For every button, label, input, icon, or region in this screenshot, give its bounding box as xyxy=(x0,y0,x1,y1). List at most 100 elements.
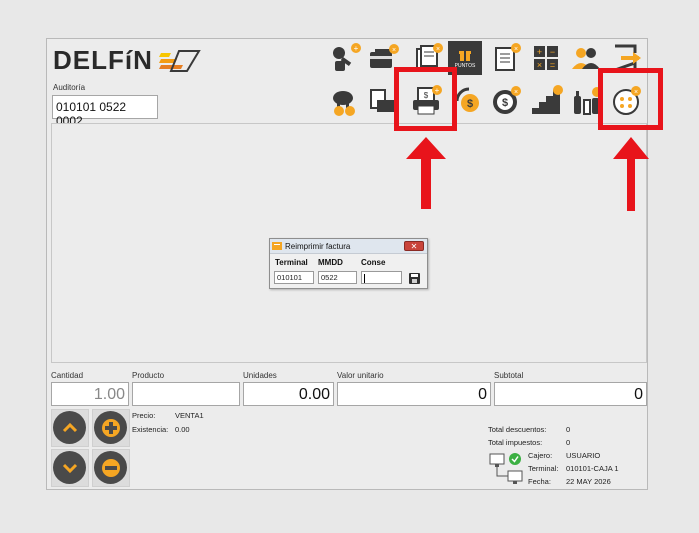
button-options-icon: × xyxy=(613,86,641,115)
valor-unitario-label: Valor unitario xyxy=(337,371,384,380)
exit-icon xyxy=(614,44,641,72)
users-icon xyxy=(572,48,600,69)
total-impuestos-label: Total impuestos: xyxy=(488,438,543,447)
documents-icon: × xyxy=(416,43,443,70)
toolbar-puntos-button[interactable]: PUNTOS xyxy=(448,41,482,75)
session-terminal-label: Terminal: xyxy=(528,464,559,473)
toolbar-receipt-button[interactable]: × xyxy=(487,39,525,77)
app-window: DELFíN Auditoría 010101 0522 0002 + × × xyxy=(46,38,663,490)
svg-text:$: $ xyxy=(467,98,473,110)
arrow-up-icon xyxy=(406,137,446,209)
svg-text:+: + xyxy=(354,44,359,53)
dialog-conse-input[interactable] xyxy=(361,271,402,284)
printer-docs-icon xyxy=(370,89,397,112)
valor-unitario-input[interactable]: 0 xyxy=(337,382,491,406)
toolbar-keys-button[interactable]: + xyxy=(327,39,365,77)
svg-text:×: × xyxy=(634,89,638,96)
subtotal-label: Subtotal xyxy=(494,371,524,380)
remove-item-button[interactable] xyxy=(94,451,127,484)
calculator-icon: +− ×= xyxy=(534,46,558,70)
fecha-value: 22 MAY 2026 xyxy=(566,477,611,486)
text-cursor xyxy=(364,273,365,283)
dialog-terminal-label: Terminal xyxy=(275,258,308,267)
svg-text:=: = xyxy=(550,60,555,70)
unidades-label: Unidades xyxy=(243,371,277,380)
refund-coin-icon: $ xyxy=(455,87,479,112)
app-small-icon xyxy=(272,242,282,250)
toolbar-calculator-button[interactable]: +− ×= xyxy=(527,39,565,77)
existencia-label: Existencia: xyxy=(132,425,169,434)
reprint-invoice-dialog: Reimprimir factura ✕ Terminal MMDD Conse… xyxy=(269,238,428,289)
total-descuentos-value: 0 xyxy=(566,425,571,434)
gift-icon xyxy=(459,51,471,61)
minus-icon xyxy=(101,458,120,477)
toolbar-stock-button[interactable] xyxy=(527,82,565,120)
receipt-icon: × xyxy=(495,43,521,71)
existencia-value: 0.00 xyxy=(175,425,190,434)
svg-text:×: × xyxy=(514,89,518,96)
svg-text:×: × xyxy=(537,60,542,70)
toolbar-refund-button[interactable]: $ xyxy=(450,82,488,120)
dialog-mmdd-label: MMDD xyxy=(318,258,343,267)
toolbar-options-button[interactable]: × xyxy=(607,82,645,120)
dialog-titlebar[interactable]: Reimprimir factura xyxy=(270,239,427,254)
arrow-up-icon xyxy=(613,137,649,211)
brand-logo: DELFíN xyxy=(53,45,203,75)
brand-mark-icon xyxy=(158,50,201,72)
producto-input[interactable] xyxy=(132,382,240,406)
plus-icon xyxy=(101,418,120,437)
audit-field[interactable]: 010101 0522 0002 xyxy=(52,95,158,128)
svg-text:$: $ xyxy=(502,97,508,109)
toolbar-exit-button[interactable] xyxy=(607,39,645,77)
unidades-input[interactable]: 0.00 xyxy=(243,382,334,406)
cantidad-label: Cantidad xyxy=(51,371,84,380)
dialog-mmdd-input[interactable]: 0522 xyxy=(318,271,357,284)
precio-label: Precio: xyxy=(132,411,156,420)
move-up-button[interactable] xyxy=(53,411,86,444)
dialog-close-button[interactable]: ✕ xyxy=(404,241,424,251)
chevron-down-icon xyxy=(62,463,77,473)
add-item-button[interactable] xyxy=(94,411,127,444)
precio-value: VENTA1 xyxy=(175,411,204,420)
total-descuentos-label: Total descuentos: xyxy=(488,425,547,434)
svg-text:×: × xyxy=(514,46,518,53)
toolbar-card-button[interactable]: × xyxy=(365,39,403,77)
network-computers-icon xyxy=(489,453,523,484)
svg-text:+: + xyxy=(435,86,440,95)
credit-card-icon: × xyxy=(370,44,399,68)
dialog-save-button[interactable] xyxy=(409,271,420,289)
save-disk-icon xyxy=(409,273,420,284)
toolbar-documents-button[interactable]: × xyxy=(409,39,447,77)
stairs-chart-icon xyxy=(532,85,563,114)
bottles-icon xyxy=(574,87,602,115)
cantidad-input[interactable]: 1.00 xyxy=(51,382,129,406)
svg-text:$: $ xyxy=(424,91,429,100)
total-impuestos-value: 0 xyxy=(566,438,571,447)
toolbar-cash-button[interactable]: $ × xyxy=(487,82,525,120)
puntos-label: PUNTOS xyxy=(454,63,476,69)
audit-label: Auditoría xyxy=(53,83,86,92)
dialog-conse-label: Conse xyxy=(361,258,386,267)
highlight-options-box xyxy=(598,68,663,130)
cajero-label: Cajero: xyxy=(528,451,553,460)
network-status xyxy=(489,451,525,490)
svg-text:×: × xyxy=(392,47,396,54)
brand-name: DELFíN xyxy=(53,44,153,75)
cajero-value: USUARIO xyxy=(566,451,601,460)
svg-text:−: − xyxy=(550,47,555,57)
toolbar-print-button[interactable] xyxy=(365,82,403,120)
svg-text:×: × xyxy=(436,46,440,53)
toolbar-reprint-invoice-button[interactable]: $ + xyxy=(407,82,445,120)
toolbar-savings-button[interactable] xyxy=(327,82,365,120)
reprint-invoice-icon: $ + xyxy=(413,85,442,115)
key-user-icon: + xyxy=(333,43,361,71)
dialog-terminal-input[interactable]: 010101 xyxy=(274,271,314,284)
chevron-up-icon xyxy=(62,422,77,432)
toolbar-users-button[interactable] xyxy=(567,39,605,77)
subtotal-input[interactable]: 0 xyxy=(494,382,647,406)
move-down-button[interactable] xyxy=(53,451,86,484)
toolbar-products-button[interactable] xyxy=(567,82,605,120)
fecha-label: Fecha: xyxy=(528,477,551,486)
producto-label: Producto xyxy=(132,371,165,380)
highlight-reprint-box xyxy=(394,67,457,131)
